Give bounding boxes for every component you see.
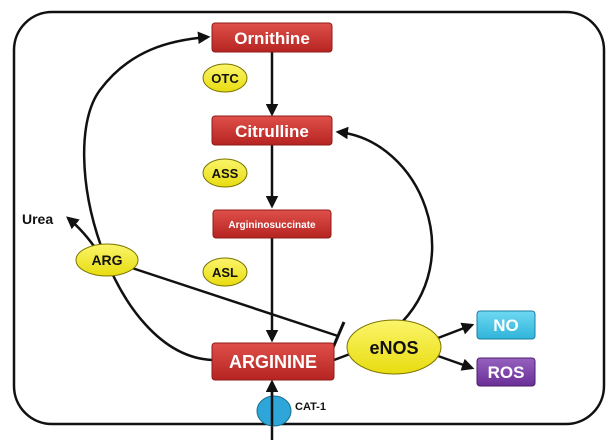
arrow-enos-to-ros (437, 354, 475, 371)
argininosuccinate-node: Argininosuccinate (212, 209, 332, 239)
enos-label: eNOS (369, 338, 418, 358)
arginine-node: ARGININE (211, 342, 335, 381)
cat1-transporter (256, 392, 292, 427)
arrow-enos-to-no (437, 322, 475, 340)
ros-node: ROS (476, 357, 536, 387)
arg-enzyme: ARG (75, 243, 139, 277)
ass-enzyme: ASS (202, 158, 248, 188)
arrow-arginine-to-enos (333, 352, 351, 362)
arrow-arginine-to-ornithine (82, 31, 213, 362)
arg-inhibits-enos-line (131, 266, 339, 338)
citrulline-label: Citrulline (235, 122, 309, 141)
urea-label: Urea (22, 211, 53, 227)
ornithine-label: Ornithine (234, 29, 310, 48)
ornithine-node: Ornithine (211, 22, 333, 53)
asl-enzyme: ASL (202, 257, 248, 287)
cell-boundary (12, 10, 606, 426)
asl-label: ASL (212, 265, 238, 280)
arginine-label: ARGININE (229, 352, 317, 372)
ros-label: ROS (488, 363, 525, 382)
otc-label: OTC (211, 71, 239, 86)
arrow-enos-to-citrulline (335, 126, 434, 329)
argininosuccinate-label: Argininosuccinate (228, 220, 316, 231)
ass-label: ASS (212, 166, 239, 181)
arg-label: ARG (91, 252, 122, 268)
otc-enzyme: OTC (202, 63, 248, 93)
enos-enzyme: eNOS (346, 319, 442, 375)
citrulline-node: Citrulline (211, 115, 333, 146)
no-label: NO (493, 316, 519, 335)
cat1-label: CAT-1 (295, 401, 326, 413)
no-node: NO (476, 310, 536, 340)
